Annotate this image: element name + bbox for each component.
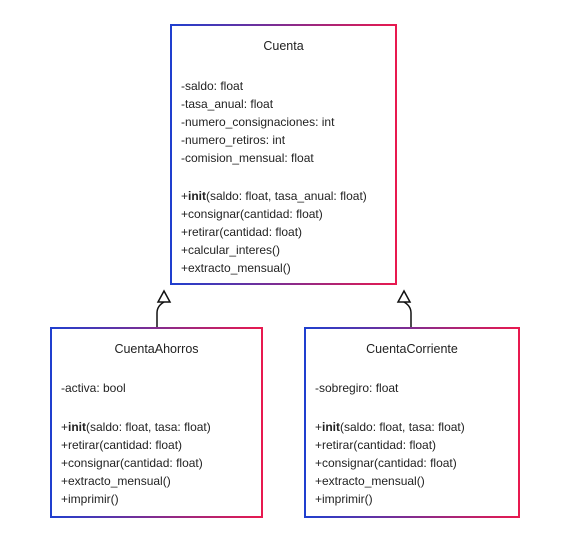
class-cuenta-attr: -comision_mensual: float (181, 151, 314, 165)
class-cuenta-ahorros-method: +consignar(cantidad: float) (61, 456, 203, 470)
class-cuenta-ahorros-method: +imprimir() (61, 492, 119, 506)
class-cuenta-method: +consignar(cantidad: float) (181, 207, 323, 221)
inheritance-arrow-ahorros (156, 289, 172, 327)
class-cuenta-corriente: CuentaCorriente -sobregiro: float +init(… (304, 327, 520, 518)
class-cuenta-ahorros-name: CuentaAhorros (114, 342, 198, 356)
class-cuenta-ahorros-method: +retirar(cantidad: float) (61, 438, 182, 452)
class-cuenta-corriente-method: +imprimir() (315, 492, 373, 506)
class-cuenta-ahorros-method: +init(saldo: float, tasa: float) (61, 420, 211, 434)
class-cuenta-corriente-method: +init(saldo: float, tasa: float) (315, 420, 465, 434)
class-cuenta-attr: -saldo: float (181, 79, 244, 93)
class-cuenta-ahorros-attr: -activa: bool (61, 381, 126, 395)
class-cuenta-method: +extracto_mensual() (181, 261, 291, 275)
class-cuenta-ahorros-box (50, 327, 263, 518)
class-cuenta-attr: -numero_retiros: int (181, 133, 286, 147)
class-cuenta-name: Cuenta (263, 39, 303, 53)
inheritance-line (403, 300, 412, 327)
class-cuenta-corriente-method: +consignar(cantidad: float) (315, 456, 457, 470)
generalization-arrowhead-icon (396, 289, 412, 303)
class-cuenta-ahorros: CuentaAhorros -activa: bool +init(saldo:… (50, 327, 263, 518)
class-cuenta-method: +retirar(cantidad: float) (181, 225, 302, 239)
class-cuenta-corriente-attr: -sobregiro: float (315, 381, 399, 395)
class-cuenta: Cuenta -saldo: float -tasa_anual: float … (170, 24, 397, 285)
class-cuenta-corriente-name: CuentaCorriente (366, 342, 458, 356)
generalization-arrowhead-icon (156, 289, 172, 303)
class-cuenta-method: +init(saldo: float, tasa_anual: float) (181, 189, 367, 203)
inheritance-line (156, 300, 165, 327)
class-cuenta-ahorros-method: +extracto_mensual() (61, 474, 171, 488)
class-cuenta-box (170, 24, 397, 285)
class-cuenta-corriente-method: +extracto_mensual() (315, 474, 425, 488)
class-cuenta-method: +calcular_interes() (181, 243, 280, 257)
class-cuenta-attr: -numero_consignaciones: int (181, 115, 335, 129)
class-cuenta-corriente-method: +retirar(cantidad: float) (315, 438, 436, 452)
class-cuenta-attr: -tasa_anual: float (181, 97, 274, 111)
class-cuenta-corriente-box (304, 327, 520, 518)
inheritance-arrow-corriente (396, 289, 412, 327)
